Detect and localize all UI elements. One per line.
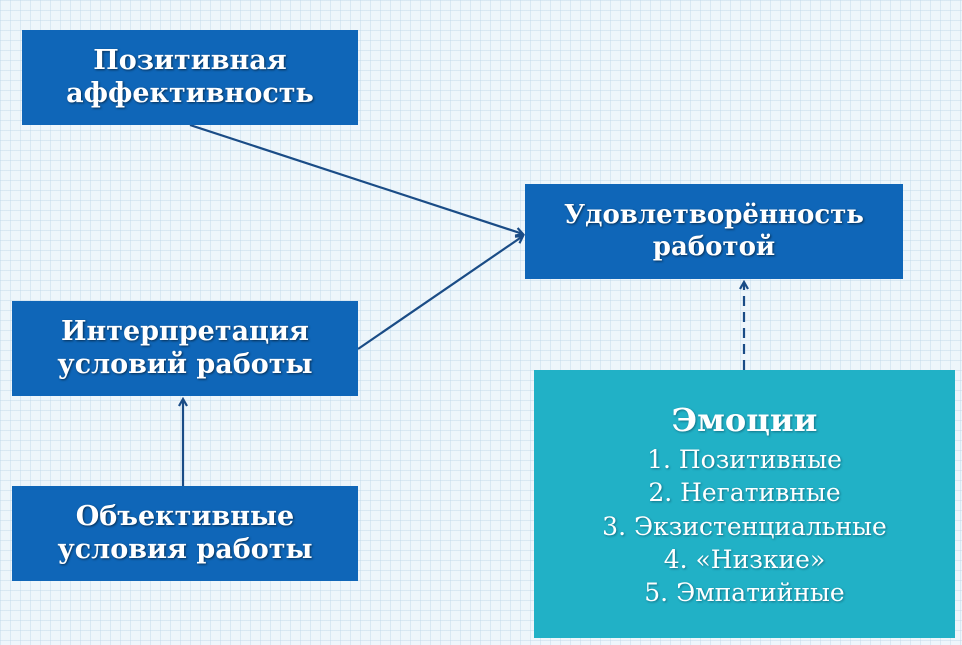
emotions-title: Эмоции <box>671 400 818 439</box>
arrow-interpretation-to-satisfaction <box>357 236 523 350</box>
arrow-affectivity-to-satisfaction <box>189 123 523 234</box>
objective-conditions-box: Объективные условия работы <box>12 486 358 581</box>
positive-affectivity-box: Позитивная аффективность <box>22 30 358 125</box>
interpretation-line2: условий работы <box>57 348 313 380</box>
emotions-item-existential: 3. Экзистенциальные <box>602 511 887 541</box>
job-satisfaction-line1: Удовлетворённость <box>564 199 864 230</box>
objective-conditions-line1: Объективные <box>75 500 295 532</box>
emotions-box: Эмоции 1. Позитивные 2. Негативные 3. Эк… <box>534 370 955 638</box>
positive-affectivity-line2: аффективность <box>66 77 314 109</box>
job-satisfaction-box: Удовлетворённость работой <box>525 184 903 279</box>
emotions-item-empathic: 5. Эмпатийные <box>644 578 845 608</box>
interpretation-box: Интерпретация условий работы <box>12 301 358 396</box>
objective-conditions-line2: условия работы <box>57 533 313 565</box>
emotions-item-positive: 1. Позитивные <box>647 445 842 475</box>
interpretation-line1: Интерпретация <box>60 315 310 347</box>
positive-affectivity-line1: Позитивная <box>93 44 287 76</box>
emotions-item-negative: 2. Негативные <box>648 478 841 508</box>
emotions-item-low: 4. «Низкие» <box>663 544 826 574</box>
job-satisfaction-line2: работой <box>652 231 776 262</box>
